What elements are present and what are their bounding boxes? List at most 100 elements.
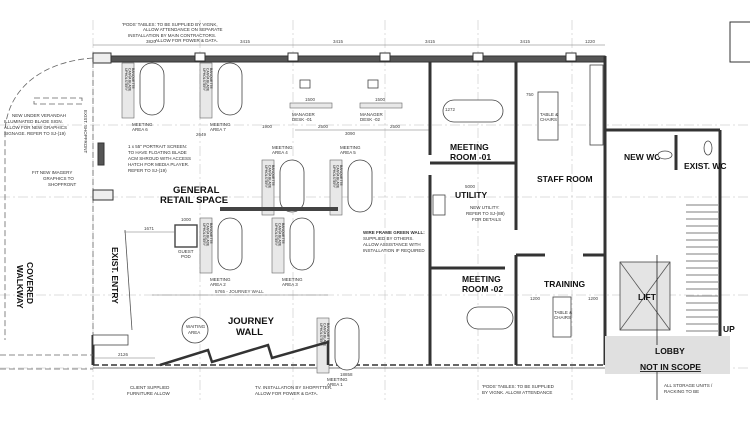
banquette-label: BANQUETTE <box>271 165 275 186</box>
banquette-label: UPHOLSTERY <box>332 165 336 189</box>
counter <box>92 334 129 346</box>
waiting-area <box>181 316 209 344</box>
banquette-label: CANVA BLADE <box>128 68 132 92</box>
exist-shopfront-label: EXIST. SHOPFRONT <box>83 110 88 154</box>
journey-label: JOURNEY <box>228 316 275 327</box>
banquette-label: UPHOLSTERY <box>319 323 323 347</box>
banquette <box>199 217 213 274</box>
dim: 1500 <box>305 97 316 102</box>
note-line: TO HAVE FLOATING BLADE <box>128 150 187 155</box>
desk-label: MANAGER <box>360 112 384 117</box>
pod-table <box>217 62 243 116</box>
note-line: TV. INSTALLATION BY SHOPFITTER. <box>255 385 332 390</box>
title-block <box>729 21 750 63</box>
banquette-label: CANVA BLADE <box>323 323 327 347</box>
dim: 1900 <box>262 124 273 129</box>
note-utility: NEW UTILITY: REFER TO SJ-(88) FOR DETAIL… <box>466 205 505 222</box>
note-line: REFER TO SJ-(19) <box>128 168 167 173</box>
note-line: ALLOW FOR NEW GRAPHICS <box>4 125 67 130</box>
note-line: ALLOW FOR POWER & DATA. <box>255 391 318 396</box>
journey-wall-dim: 5765 - JOURNEY WALL <box>215 289 264 294</box>
meeting-area-label: AREA 6 <box>132 127 148 132</box>
pod-table <box>139 62 165 116</box>
entry-door <box>124 229 133 331</box>
room-label-new-wc: NEW WC <box>624 152 660 162</box>
note-line: BY VIGNK. ALLOW ATTENDANCE <box>482 390 552 395</box>
green-wall-hatch <box>220 207 338 211</box>
meeting-table-02 <box>466 306 514 330</box>
note-line: INSTALLATION IF REQUIRED <box>363 248 425 253</box>
note-client-furniture: CLIENT SUPPLIED FURNITURE ALLOW <box>127 385 171 396</box>
note-line: NEW UNDER VERANDAH <box>12 113 66 118</box>
dim: 2126 <box>118 352 129 357</box>
dim-top-3: 3415 <box>333 39 344 44</box>
meeting-table-01 <box>442 99 504 123</box>
pod-table <box>334 317 360 371</box>
dim: 5000 <box>465 184 476 189</box>
waiting-label: AREA <box>188 330 200 335</box>
manager-desk-01: MANAGER DESK -01 <box>289 79 333 122</box>
note-line: ALLOW ATTENDANCE ON SEPARATE <box>143 27 223 32</box>
note-line: FOR DETAILS <box>472 217 501 222</box>
note-line: REFER TO SJ-(88) <box>466 211 505 216</box>
banquette-label: CANVA BLADE <box>206 223 210 247</box>
note-line: SUPPLIED BY OTHERS. <box>363 236 414 241</box>
room-label-lobby: LOBBY <box>655 346 685 356</box>
banquette-label: BANQUETTE <box>209 223 213 244</box>
meeting-area-label: AREA 4 <box>272 150 288 155</box>
note-portrait-screen: 1 x 55" PORTRAIT SCREEN: TO HAVE FLOATIN… <box>128 144 191 173</box>
blade-sign <box>33 97 83 105</box>
room-label-retail-space: RETAIL SPACE <box>160 195 228 206</box>
banquette-label: BANQUETTE <box>339 165 343 186</box>
note-line: RACKING TO BE <box>664 389 699 394</box>
banquette-label: UPHOLSTERY <box>124 68 128 92</box>
note-verandah-sign: NEW UNDER VERANDAH ILLUMINATED BLADE SIG… <box>4 113 67 136</box>
banquette-label: UPHOLSTERY <box>202 223 206 247</box>
toilet-icon <box>703 140 713 156</box>
note-line: CLIENT SUPPLIED <box>130 385 170 390</box>
dim: 1671 <box>144 226 155 231</box>
stairs <box>686 204 718 332</box>
manager-desk-02: MANAGER DESK -02 <box>359 79 403 122</box>
meeting-area-label: AREA 3 <box>282 282 298 287</box>
table-label: CHAIRS <box>540 117 557 122</box>
banquette-label: UPHOLSTERY <box>202 68 206 92</box>
meeting-area-label: MEETING <box>272 145 293 150</box>
dim: 1200 <box>530 296 541 301</box>
banquette-label: UPHOLSTERY <box>264 165 268 189</box>
meeting-area-label: MEETING <box>132 122 153 127</box>
note-line: 'PODS' TABLES: TO BE SUPPLIED BY VIGNK, <box>122 22 218 27</box>
note-line: SHOPFRONT <box>48 182 77 187</box>
table-label: TABLE & <box>554 310 572 315</box>
room-label-exist-wc: EXIST. WC <box>684 161 727 171</box>
waiting-label: WAITING <box>186 324 206 329</box>
exist-entry-label: EXIST. ENTRY <box>110 247 120 304</box>
dim-top-6: 1220 <box>585 39 596 44</box>
lobby-not-in-scope <box>605 336 730 374</box>
note-line: ILLUMINATED BLADE SIGN. <box>4 119 63 124</box>
note-tv-install: TV. INSTALLATION BY SHOPFITTER. ALLOW FO… <box>255 385 332 396</box>
pod-table <box>289 217 315 271</box>
desk-label: DESK -02 <box>360 117 381 122</box>
banquette-label: BANQUETTE <box>131 68 135 89</box>
meeting-area-label: MEETING <box>340 145 361 150</box>
meeting-area-label: AREA 5 <box>340 150 356 155</box>
note-pods-bottom: 'PODS' TABLES: TO BE SUPPLIED BY VIGNK. … <box>482 384 555 395</box>
note-storage: ALL STORAGE UNITS / RACKING TO BE <box>664 383 713 394</box>
meeting-area-label: AREA 2 <box>210 282 226 287</box>
dim: 1200 <box>588 296 599 301</box>
note-line: ALLOW FOR POWER & DATA. <box>155 38 218 43</box>
note-line: NEW UTILITY: <box>470 205 500 210</box>
dim: 2500 <box>390 124 401 129</box>
dim-top-5: 3415 <box>520 39 531 44</box>
pod-table <box>347 159 373 213</box>
meeting-area-label: MEETING <box>327 377 348 382</box>
interior-walls <box>428 62 722 365</box>
room-label-general: GENERAL <box>173 185 220 196</box>
